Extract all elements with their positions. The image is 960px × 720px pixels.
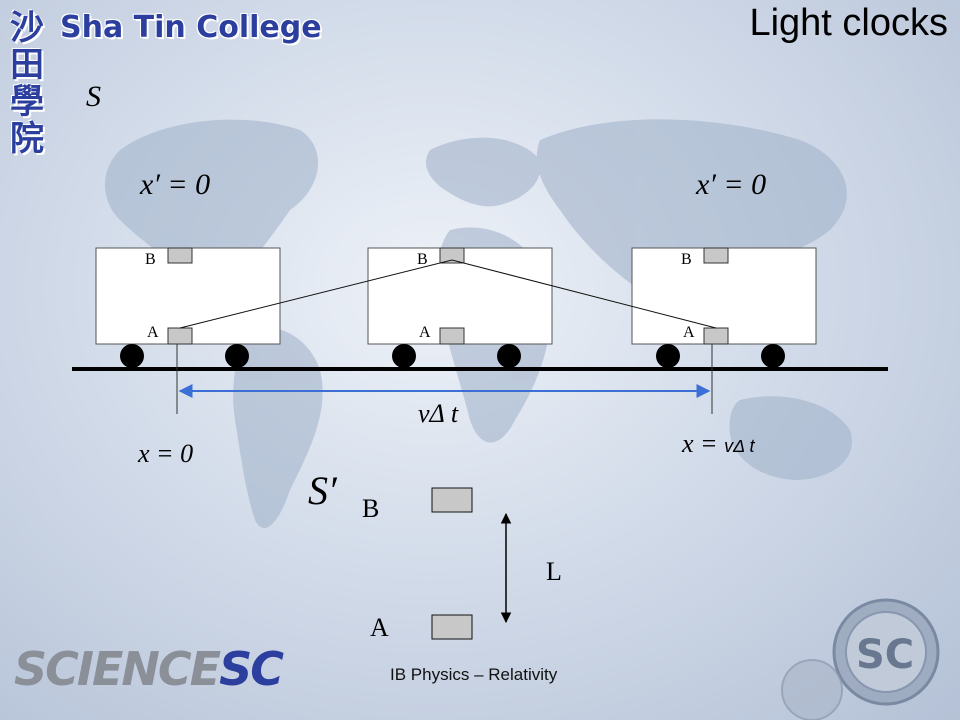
rest-mirror-bottom	[431, 614, 473, 640]
mirror-top	[703, 247, 729, 264]
school-chinese-name: 沙田學院	[10, 8, 44, 159]
mirror-top	[439, 247, 465, 264]
emblem-letters: SC	[856, 632, 914, 678]
displacement-label: vΔ t	[418, 399, 459, 428]
wheel	[497, 344, 521, 368]
footer-text: IB Physics – Relativity	[390, 665, 558, 684]
train-position-label-left: x′ = 0	[139, 168, 210, 201]
rest-mirror-bottom-label: A	[370, 613, 389, 642]
mirror-bottom-label: A	[419, 324, 431, 341]
train-carriage-3: B A	[631, 247, 817, 368]
school-name: Sha Tin College	[60, 10, 322, 45]
mirror-top-label: B	[145, 251, 156, 268]
light-path	[179, 259, 717, 329]
ground-start-label: x = 0	[137, 439, 193, 468]
mirror-top-label: B	[681, 251, 692, 268]
train-carriage-1: B A	[95, 247, 281, 368]
science-sc-logo: SCIENCESC	[14, 642, 284, 696]
logo-science-text: SCIENCE	[14, 642, 221, 696]
frame-label-s-prime: S′	[308, 468, 338, 513]
slide-title: Light clocks	[749, 2, 948, 44]
rest-mirror-top-label: B	[362, 494, 379, 523]
wheel	[225, 344, 249, 368]
train-position-label-right: x′ = 0	[695, 168, 766, 201]
mirror-bottom	[439, 327, 465, 345]
mirror-bottom	[167, 327, 193, 345]
sc-emblem: SC	[781, 598, 940, 720]
mirror-top-label: B	[417, 251, 428, 268]
logo-sc-text: SC	[219, 642, 284, 696]
mirror-bottom-label: A	[147, 324, 159, 341]
frame-label-s: S	[86, 80, 101, 113]
ground-end-label-suffix: vΔ t	[724, 436, 755, 456]
separation-label: L	[546, 557, 562, 586]
wheel	[392, 344, 416, 368]
mirror-top	[167, 247, 193, 264]
train-carriage-2: B A	[367, 247, 553, 368]
wheel	[761, 344, 785, 368]
ground-end-label: x = vΔ t	[681, 429, 756, 458]
wheel	[120, 344, 144, 368]
ground-end-label-prefix: x =	[681, 429, 724, 458]
mirror-bottom	[703, 327, 729, 345]
mirror-bottom-label: A	[683, 324, 695, 341]
rest-mirror-top	[431, 487, 473, 513]
wheel	[656, 344, 680, 368]
